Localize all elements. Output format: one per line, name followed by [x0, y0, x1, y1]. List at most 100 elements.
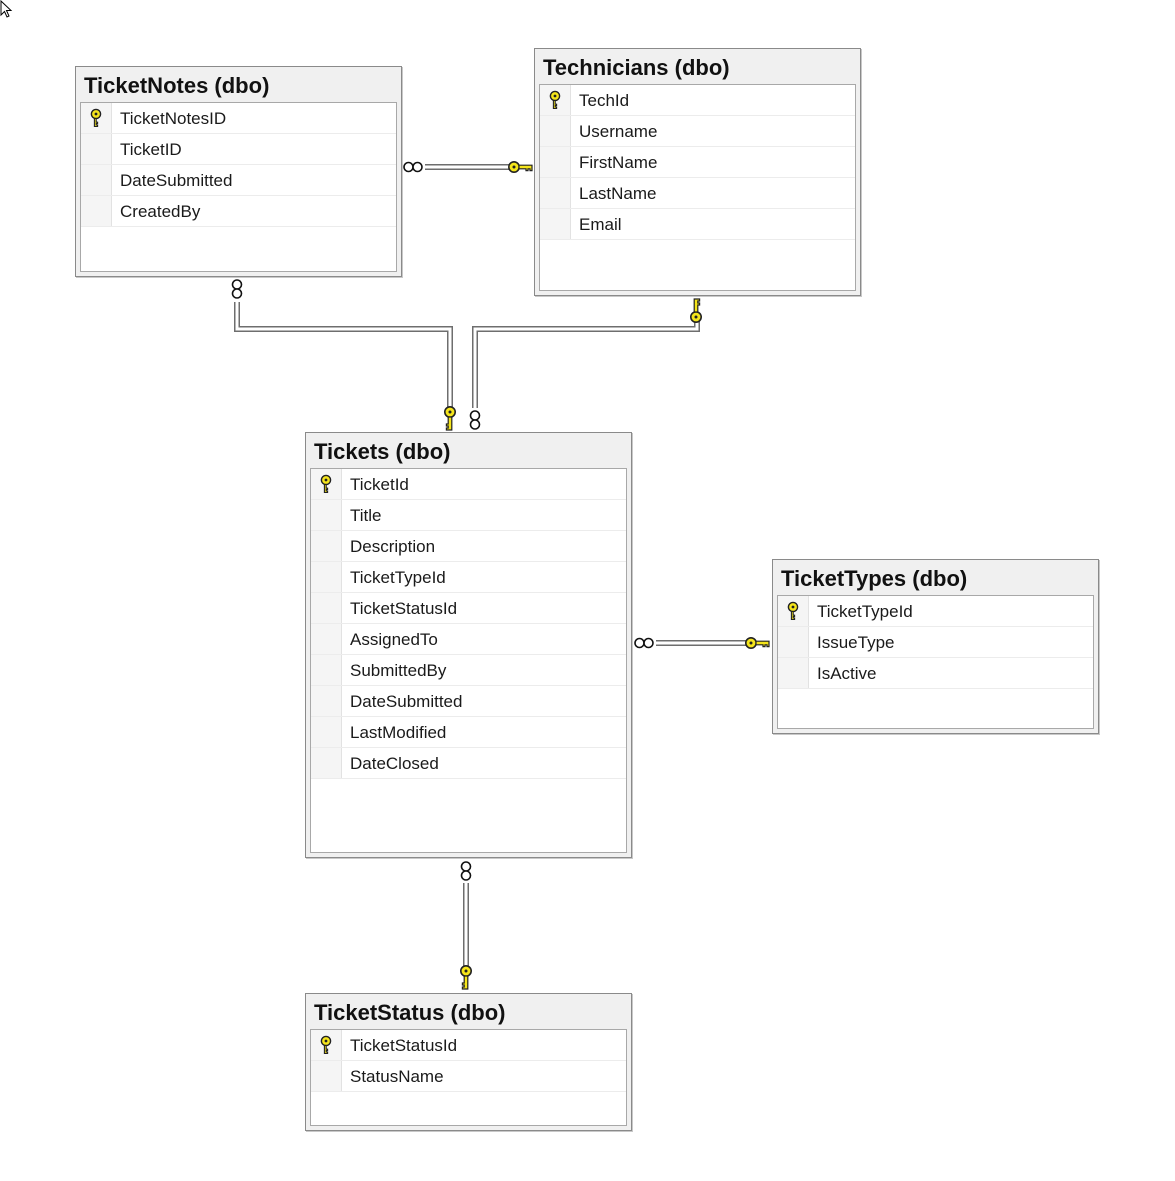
key-icon: [88, 108, 104, 128]
row-selector[interactable]: [778, 596, 809, 626]
column-name: DateClosed: [350, 754, 439, 773]
row-selector[interactable]: [311, 686, 342, 716]
column-name: Description: [350, 537, 436, 556]
key-icon: [444, 406, 456, 431]
column-name: FirstName: [579, 153, 658, 172]
row-selector[interactable]: [311, 717, 342, 747]
row-selector[interactable]: [311, 593, 342, 623]
table-title[interactable]: TicketNotes (dbo): [84, 73, 270, 98]
key-icon: [745, 637, 770, 649]
column-name: TicketStatusId: [350, 599, 458, 618]
column-name: LastName: [579, 184, 657, 203]
row-selector[interactable]: [778, 658, 809, 688]
row-selector[interactable]: [311, 624, 342, 654]
row-selector[interactable]: [311, 531, 342, 561]
infinity-icon: [634, 637, 654, 649]
row-selector[interactable]: [81, 103, 112, 133]
column-name: TicketStatusId: [350, 1036, 458, 1055]
infinity-icon: [231, 279, 243, 299]
row-selector[interactable]: [311, 748, 342, 778]
column-name: Email: [579, 215, 622, 234]
column-row[interactable]: TicketTypeId: [311, 562, 626, 593]
column-row[interactable]: StatusName: [311, 1061, 626, 1092]
row-selector[interactable]: [81, 134, 112, 164]
table-title[interactable]: Technicians (dbo): [543, 55, 730, 80]
row-selector[interactable]: [540, 147, 571, 177]
column-name: TechId: [579, 91, 630, 110]
column-row[interactable]: IssueType: [778, 627, 1093, 658]
column-row[interactable]: DateSubmitted: [81, 165, 396, 196]
column-row[interactable]: TicketTypeId: [778, 596, 1093, 627]
column-row[interactable]: TicketId: [311, 469, 626, 500]
column-row[interactable]: TechId: [540, 85, 855, 116]
column-name: TicketTypeId: [350, 568, 446, 587]
column-row[interactable]: TicketNotesID: [81, 103, 396, 134]
row-selector[interactable]: [311, 500, 342, 530]
column-row[interactable]: Username: [540, 116, 855, 147]
column-name: StatusName: [350, 1067, 444, 1086]
mouse-cursor-icon: [0, 0, 13, 18]
column-row[interactable]: TicketStatusId: [311, 593, 626, 624]
infinity-icon: [469, 410, 481, 430]
column-name: DateSubmitted: [120, 171, 233, 190]
column-row[interactable]: IsActive: [778, 658, 1093, 689]
column-name: TicketNotesID: [120, 109, 227, 128]
row-selector[interactable]: [311, 1030, 342, 1060]
infinity-icon: [460, 861, 472, 881]
row-selector[interactable]: [540, 178, 571, 208]
row-selector[interactable]: [540, 209, 571, 239]
key-icon: [690, 298, 702, 323]
table-ticketnotes[interactable]: TicketNotes (dbo) TicketNotesID TicketID Da…: [75, 66, 402, 277]
row-selector[interactable]: [778, 627, 809, 657]
row-selector[interactable]: [311, 655, 342, 685]
key-icon: [785, 601, 801, 621]
column-name: Title: [350, 506, 382, 525]
column-row[interactable]: FirstName: [540, 147, 855, 178]
row-selector[interactable]: [540, 85, 571, 115]
column-name: TicketTypeId: [817, 602, 913, 621]
column-row[interactable]: CreatedBy: [81, 196, 396, 227]
column-row[interactable]: Description: [311, 531, 626, 562]
table-title[interactable]: TicketStatus (dbo): [314, 1000, 506, 1025]
column-name: IssueType: [817, 633, 895, 652]
relationship-line[interactable]: [234, 302, 453, 408]
row-selector[interactable]: [81, 165, 112, 195]
key-icon: [460, 965, 472, 990]
column-row[interactable]: LastModified: [311, 717, 626, 748]
column-row[interactable]: SubmittedBy: [311, 655, 626, 686]
table-title[interactable]: TicketTypes (dbo): [781, 566, 968, 591]
column-name: DateSubmitted: [350, 692, 463, 711]
column-row[interactable]: DateClosed: [311, 748, 626, 779]
column-name: CreatedBy: [120, 202, 201, 221]
column-row[interactable]: LastName: [540, 178, 855, 209]
row-selector[interactable]: [81, 196, 112, 226]
row-selector[interactable]: [311, 562, 342, 592]
row-selector[interactable]: [311, 1061, 342, 1091]
table-title[interactable]: Tickets (dbo): [314, 439, 451, 464]
column-row[interactable]: TicketStatusId: [311, 1030, 626, 1061]
column-row[interactable]: TicketID: [81, 134, 396, 165]
column-row[interactable]: DateSubmitted: [311, 686, 626, 717]
key-icon: [508, 161, 533, 173]
relationship-line[interactable]: [472, 320, 700, 408]
column-name: TicketID: [120, 140, 182, 159]
column-name: SubmittedBy: [350, 661, 447, 680]
key-icon: [318, 474, 334, 494]
key-icon: [318, 1035, 334, 1055]
row-selector[interactable]: [540, 116, 571, 146]
column-row[interactable]: AssignedTo: [311, 624, 626, 655]
column-name: TicketId: [350, 475, 409, 494]
row-selector[interactable]: [311, 469, 342, 499]
column-name: AssignedTo: [350, 630, 438, 649]
column-row[interactable]: Title: [311, 500, 626, 531]
column-row[interactable]: Email: [540, 209, 855, 240]
